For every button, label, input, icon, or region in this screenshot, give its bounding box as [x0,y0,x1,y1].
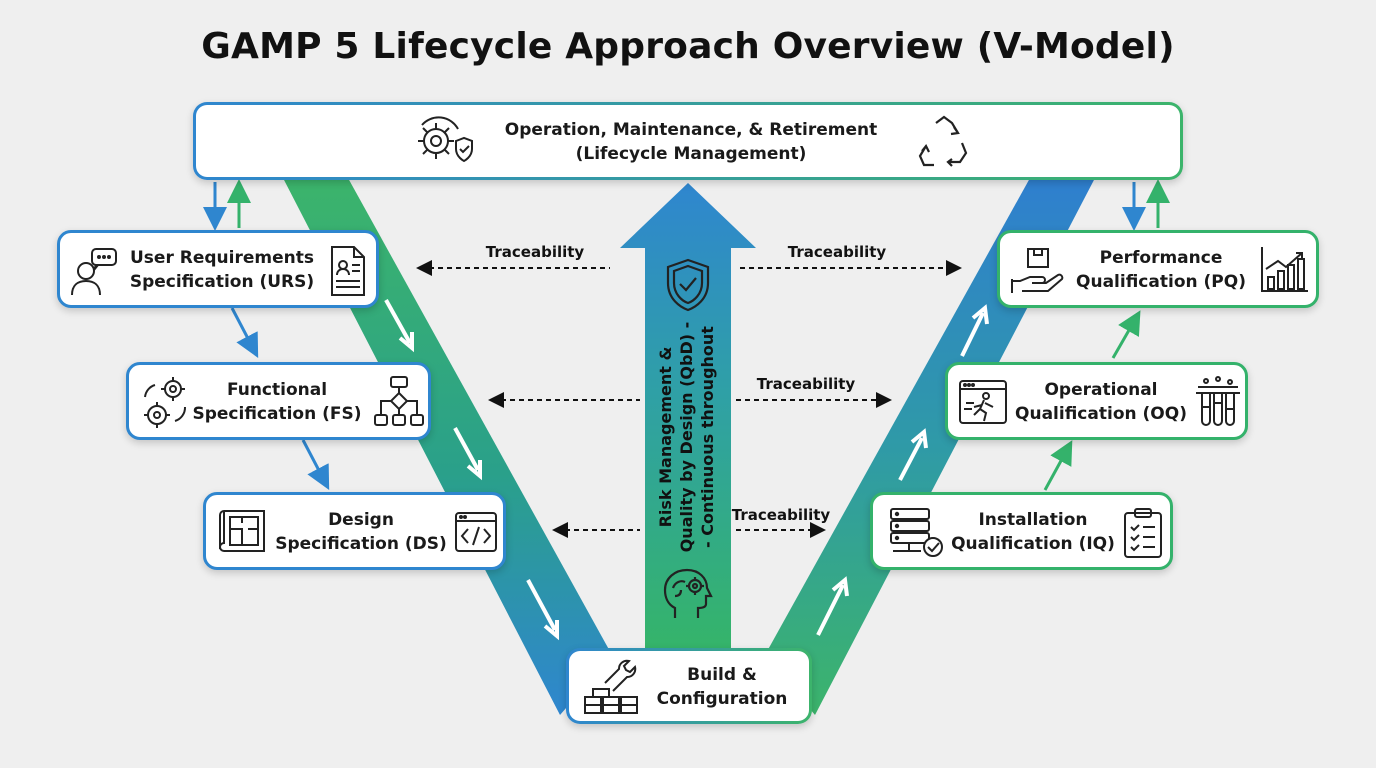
bar-chart-icon [1260,245,1310,295]
ds-box: Design Specification (DS) [203,492,506,570]
ds-box-label: Design Specification (DS) [272,508,450,556]
urs-line2: Specification (URS) [129,272,315,292]
build-line2: Configuration [656,689,788,709]
fs-box-label: Functional Specification (FS) [187,378,367,426]
wrench-blocks-icon [581,657,641,717]
iq-line2: Qualification (IQ) [951,534,1115,554]
clipboard-icon [1123,507,1163,559]
urs-box: User Requirements Specification (URS) [57,230,379,308]
oq-box-label: Operational Qualification (OQ) [1010,378,1192,426]
fs-line1: Functional [226,380,328,400]
fs-line2: Specification (FS) [192,404,362,424]
urs-box-label: User Requirements Specification (URS) [122,246,322,294]
pq-box: Performance Qualification (PQ) [997,230,1319,308]
center-label-line1: Risk Management & [656,346,675,528]
traceability-label-2: Traceability [787,243,887,261]
blueprint-icon [216,507,270,559]
center-label-line2: Quality by Design (QbD) - [677,321,696,553]
hand-box-icon [1010,245,1064,297]
fs-box: Functional Specification (FS) [126,362,431,440]
shield-check-icon [664,258,712,312]
operation-box-line2: (Lifecycle Management) [575,144,807,164]
pq-box-label: Performance Qualification (PQ) [1066,246,1256,294]
iq-line1: Installation [978,510,1088,530]
document-profile-icon [328,245,368,297]
test-tubes-icon [1194,375,1242,431]
iq-box-label: Installation Qualification (IQ) [947,508,1119,556]
build-box: Build & Configuration [566,648,812,724]
traceability-label-1: Traceability [485,243,585,261]
oq-line2: Qualification (OQ) [1015,404,1187,424]
recycle-icon [914,113,976,173]
oq-line1: Operational [1044,380,1158,400]
center-arrow-label: Risk Management & Quality by Design (QbD… [655,317,721,557]
code-window-icon [454,511,498,555]
urs-line1: User Requirements [130,248,314,268]
window-runner-icon [958,379,1008,427]
oq-box: Operational Qualification (OQ) [945,362,1248,440]
head-gear-icon [661,566,715,622]
ds-line1: Design [328,510,394,530]
iq-box: Installation Qualification (IQ) [870,492,1173,570]
pq-line1: Performance [1099,248,1223,268]
build-line1: Build & [687,665,757,685]
gears-icon [139,375,191,431]
build-box-label: Build & Configuration [647,663,797,711]
traceability-label-3: Traceability [756,375,856,393]
server-check-icon [889,507,945,559]
diagram-title: GAMP 5 Lifecycle Approach Overview (V-Mo… [201,26,1175,67]
ds-line2: Specification (DS) [275,534,447,554]
traceability-label-4: Traceability [731,506,831,524]
pq-line2: Qualification (PQ) [1076,272,1246,292]
operation-box-line1: Operation, Maintenance, & Retirement [504,120,878,140]
operation-box: Operation, Maintenance, & Retirement (Li… [193,102,1183,180]
center-label-line3: - Continuous throughout [698,326,717,548]
gear-shield-icon [412,115,476,173]
user-chat-icon [68,245,120,297]
operation-box-label: Operation, Maintenance, & Retirement (Li… [486,118,896,166]
flowchart-icon [373,375,425,431]
